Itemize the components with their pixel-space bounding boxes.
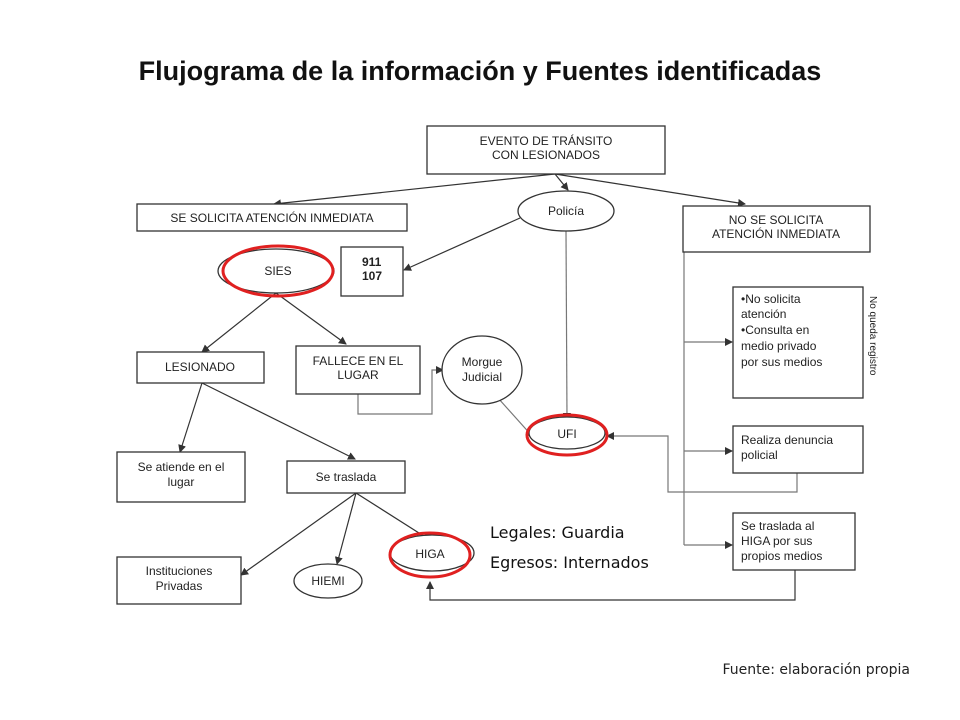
slide-title: Flujograma de la información y Fuentes i…	[138, 56, 822, 86]
arrow-traslada-higa	[355, 492, 431, 541]
arrow-traslada-hiemi	[334, 492, 357, 565]
node-instituciones: Instituciones Privadas	[116, 556, 242, 605]
node-phones-911: 911	[362, 255, 382, 269]
arrow-traslada-instituciones	[240, 492, 357, 576]
node-no-solicita-atencion-line3: •Consulta en	[741, 323, 809, 337]
highlight-circle-sies	[221, 244, 335, 298]
node-morgue-line1: Morgue	[462, 355, 503, 369]
arrow-fallece-morgue	[357, 366, 444, 415]
node-atiende: Se atiende en el lugar	[116, 451, 246, 503]
node-no-solicita-atencion-line5: por sus medios	[741, 355, 822, 369]
arrow-lesionado-traslada	[201, 382, 356, 460]
connectors	[178, 173, 798, 601]
arrow-traslada-higa-higa	[426, 570, 796, 601]
node-policia: Policía	[517, 190, 615, 232]
node-ufi: UFI	[525, 413, 609, 457]
node-no-solicita: NO SE SOLICITA ATENCIÓN INMEDIATA	[682, 205, 871, 253]
node-higa: HIGA	[388, 531, 475, 579]
arrow-evento-no-solicita	[554, 173, 746, 207]
annotation-legales: Legales: Guardia	[490, 523, 625, 542]
annotation-egresos: Egresos: Internados	[490, 553, 649, 572]
arrow-evento-se-solicita	[273, 173, 556, 208]
node-traslada-label: Se traslada	[316, 470, 377, 484]
node-sies-label: SIES	[264, 264, 291, 278]
node-no-solicita-line2: ATENCIÓN INMEDIATA	[712, 226, 840, 241]
node-atiende-line1: Se atiende en el	[138, 460, 225, 474]
node-morgue-line2: Judicial	[462, 370, 502, 384]
node-hiemi: HIEMI	[293, 563, 363, 599]
node-traslada-higa-line2: HIGA por sus	[741, 534, 812, 548]
node-ufi-label: UFI	[557, 427, 576, 441]
highlight-circle-higa	[388, 531, 472, 579]
node-denuncia: Realiza denuncia policial	[732, 425, 864, 474]
arrow-policia-ufi	[562, 230, 571, 421]
node-no-solicita-atencion-line1: •No solicita	[741, 292, 801, 306]
node-hiemi-label: HIEMI	[311, 574, 344, 588]
node-no-solicita-atencion-line2: atención	[741, 307, 786, 321]
arrow-lesionado-atiende	[178, 382, 203, 453]
node-higa-label: HIGA	[415, 547, 444, 561]
node-traslada-higa: Se traslada al HIGA por sus propios medi…	[732, 512, 856, 571]
node-instituciones-line1: Instituciones	[146, 564, 213, 578]
no-queda-registro-label: No queda registro	[867, 296, 878, 376]
arrow-sies-lesionado	[201, 292, 277, 353]
node-se-solicita-label: SE SOLICITA ATENCIÓN INMEDIATA	[170, 210, 373, 225]
node-phones: 911 107	[340, 246, 404, 297]
node-no-solicita-atencion: •No solicita atención •Consulta en medio…	[732, 286, 864, 399]
arrow-evento-policia	[554, 173, 569, 191]
arrow-sies-fallece	[275, 292, 347, 345]
source-note: Fuente: elaboración propia	[722, 662, 910, 678]
node-fallece-line2: LUGAR	[337, 368, 379, 382]
node-atiende-line2: lugar	[168, 475, 195, 489]
node-phones-107: 107	[362, 269, 382, 283]
node-fallece-line1: FALLECE EN EL	[313, 354, 404, 368]
node-denuncia-line2: policial	[741, 448, 778, 462]
node-evento-line2: CON LESIONADOS	[492, 148, 600, 162]
node-denuncia-line1: Realiza denuncia	[741, 433, 833, 447]
arrow-denuncia-ufi	[606, 432, 798, 493]
node-lesionado-label: LESIONADO	[165, 360, 235, 374]
node-fallece: FALLECE EN EL LUGAR	[295, 345, 421, 395]
node-instituciones-line2: Privadas	[156, 579, 203, 593]
highlight-circle-ufi	[525, 413, 609, 457]
node-traslada-higa-line1: Se traslada al	[741, 519, 814, 533]
node-traslada-higa-line3: propios medios	[741, 549, 822, 563]
node-se-solicita: SE SOLICITA ATENCIÓN INMEDIATA	[136, 203, 408, 232]
node-morgue: Morgue Judicial	[441, 335, 523, 405]
node-lesionado: LESIONADO	[136, 351, 265, 384]
arrow-policia-phones	[403, 217, 521, 271]
node-no-solicita-line1: NO SE SOLICITA	[729, 213, 823, 227]
node-traslada: Se traslada	[286, 460, 406, 494]
node-no-solicita-atencion-line4: medio privado	[741, 339, 817, 353]
node-policia-label: Policía	[548, 204, 584, 218]
node-evento-line1: EVENTO DE TRÁNSITO	[480, 133, 613, 148]
node-sies: SIES	[217, 244, 335, 298]
node-evento: EVENTO DE TRÁNSITO CON LESIONADOS	[426, 125, 666, 175]
